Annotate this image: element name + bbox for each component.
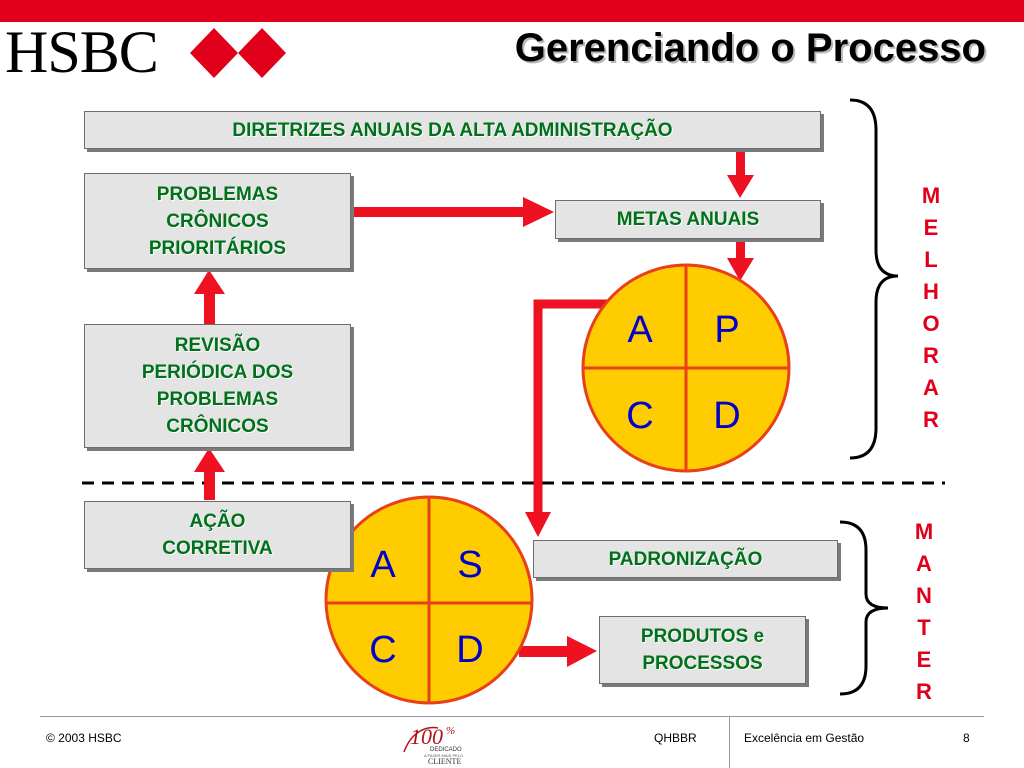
svg-text:A FAZER MAIS PELO: A FAZER MAIS PELO <box>424 753 463 758</box>
arrow-metas-to-pdca <box>736 240 745 260</box>
sdca-do-label: D <box>456 629 484 671</box>
hsbc-logo-text: HSBC <box>5 19 159 85</box>
footer-divider <box>40 716 984 717</box>
arrow-pdca-to-padronizacao <box>533 299 608 514</box>
svg-text:CLIENTE: CLIENTE <box>428 757 461 766</box>
box-problemas-cronicos: PROBLEMAS CRÔNICOS PRIORITÁRIOS <box>84 173 351 269</box>
arrow-diretrizes-to-metas <box>736 151 745 175</box>
sdca-circle <box>324 495 534 705</box>
sdca-act-label: A <box>370 544 396 586</box>
arrow-problemas-to-metas <box>351 207 523 217</box>
box-produtos-line: PROCESSOS <box>642 653 763 674</box>
melhorar-brace-icon <box>849 98 899 460</box>
arrow-revisao-to-problemas <box>204 292 215 324</box>
hsbc-hexagon-logo-icon <box>190 28 286 78</box>
svg-text:DEDICADO: DEDICADO <box>430 747 462 753</box>
footer-copyright: © 2003 HSBC <box>46 731 122 745</box>
sdca-standardize-label: S <box>457 544 483 586</box>
footer-code: QHBBR <box>654 731 697 745</box>
arrow-acao-to-revisao <box>204 470 215 500</box>
footer-vertical-divider <box>729 716 730 768</box>
box-padronizacao-text: PADRONIZAÇÃO <box>608 548 763 570</box>
box-problemas-line: PROBLEMAS <box>156 183 279 205</box>
box-acao-corretiva: AÇÃO CORRETIVA <box>84 501 351 569</box>
svg-text:100: 100 <box>410 724 443 749</box>
box-revisao-line: PROBLEMAS <box>156 389 279 410</box>
box-revisao-line: CRÔNICOS <box>166 416 269 437</box>
box-revisao-line: PERIÓDICA DOS <box>141 362 294 383</box>
top-red-bar <box>0 0 1024 22</box>
box-metas-anuais: METAS ANUAIS <box>555 200 821 239</box>
manter-brace-icon <box>839 520 889 696</box>
svg-text:%: % <box>446 725 455 737</box>
pdca-do-label: D <box>713 395 741 437</box>
box-revisao-line: REVISÃO <box>174 335 261 356</box>
footer-tagline: Excelência em Gestão <box>744 731 865 745</box>
page-title: Gerenciando o Processo <box>514 26 986 70</box>
sdca-check-label: C <box>369 629 397 671</box>
box-diretrizes: DIRETRIZES ANUAIS DA ALTA ADMINISTRAÇÃO <box>84 111 821 149</box>
pdca-check-label: C <box>626 395 654 437</box>
box-produtos-processos: PRODUTOS e PROCESSOS <box>599 616 806 684</box>
manter-vertical-label: M A N T E R <box>914 519 934 704</box>
footer-page-number: 8 <box>963 731 970 745</box>
pdca-plan-label: P <box>714 309 740 351</box>
box-acao-line: CORRETIVA <box>162 538 273 559</box>
box-revisao-periodica: REVISÃO PERIÓDICA DOS PROBLEMAS CRÔNICOS <box>84 324 351 448</box>
arrow-sdca-to-produtos <box>519 646 569 657</box>
box-metas-text: METAS ANUAIS <box>616 209 760 230</box>
box-problemas-line: CRÔNICOS <box>166 210 269 232</box>
melhorar-vertical-label: M E L H O R A R <box>921 183 941 432</box>
box-padronizacao: PADRONIZAÇÃO <box>533 540 838 578</box>
box-produtos-line: PRODUTOS e <box>640 626 765 647</box>
pdca-act-label: A <box>627 309 653 351</box>
box-diretrizes-text: DIRETRIZES ANUAIS DA ALTA ADMINISTRAÇÃO <box>232 119 673 141</box>
pdca-circle <box>581 263 791 473</box>
dedicado-cliente-badge-icon: 100 % DEDICADO A FAZER MAIS PELO CLIENTE <box>403 724 463 766</box>
box-acao-line: AÇÃO <box>189 511 246 532</box>
box-problemas-line: PRIORITÁRIOS <box>148 237 287 259</box>
